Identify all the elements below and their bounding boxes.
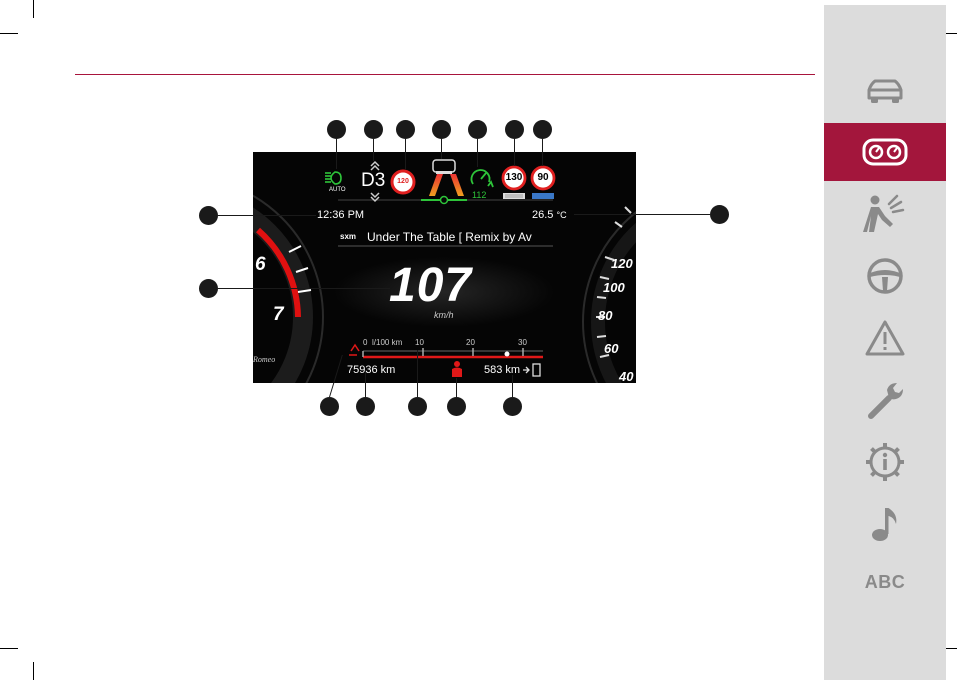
traffic-sign-1	[501, 165, 527, 191]
speedo-label-80: 80	[598, 308, 613, 323]
callout-marker	[505, 120, 524, 139]
callout-leader	[218, 288, 390, 289]
callout-leader	[218, 215, 316, 216]
header-rule	[75, 74, 815, 75]
speed-limit-icon	[390, 169, 416, 195]
callout-marker	[199, 206, 218, 225]
callout-marker	[327, 120, 346, 139]
consumption-unit: l/100 km	[372, 338, 403, 347]
callout-marker	[320, 397, 339, 416]
traffic-sign-2-value: 90	[537, 172, 549, 183]
callout-leader	[336, 139, 337, 169]
clock: 12:36 PM	[317, 209, 365, 221]
callout-leader	[514, 139, 515, 166]
callout-leader	[542, 139, 543, 166]
index-label: ABC	[864, 571, 906, 592]
instrument-cluster-icon	[862, 138, 908, 166]
lane-assist-icon	[421, 159, 467, 205]
sidebar-item-car[interactable]	[824, 61, 946, 119]
callout-marker	[533, 120, 552, 139]
traffic-sign-2	[530, 165, 556, 191]
callout-leader	[456, 378, 457, 397]
music-note-icon	[872, 508, 897, 541]
fuel-pump-icon	[523, 363, 541, 377]
gear-info-icon	[866, 443, 904, 481]
callout-leader	[512, 375, 513, 397]
digital-speed: 107	[389, 259, 473, 312]
callout-leader	[365, 370, 366, 397]
callout-marker	[710, 205, 729, 224]
fuel-flow-icon	[349, 343, 360, 356]
crop-mark	[0, 33, 18, 34]
sidebar-item-cluster[interactable]	[824, 123, 946, 181]
callout-leader	[417, 350, 418, 397]
sidebar-item-maintenance[interactable]	[824, 371, 946, 429]
brand-script: Romeo	[253, 355, 276, 364]
sidebar-item-driving[interactable]	[824, 247, 946, 305]
callout-leader	[477, 139, 478, 167]
speed-unit: km/h	[434, 310, 454, 320]
cruise-set-speed: 112	[472, 190, 487, 200]
temperature-value: 26.5	[532, 209, 554, 221]
cruise-control-icon	[470, 169, 494, 188]
temperature-unit: °C	[556, 210, 567, 220]
radio-track: Under The Table [ Remix by Av	[367, 230, 532, 244]
callout-marker	[432, 120, 451, 139]
traffic-sign-1-value: 130	[505, 172, 523, 183]
sidebar-item-index[interactable]: ABC	[824, 553, 946, 611]
callout-marker	[199, 279, 218, 298]
tach-label-6: 6	[255, 254, 266, 275]
sidebar-item-emergency[interactable]	[824, 309, 946, 367]
crop-mark	[938, 648, 957, 649]
crop-mark	[0, 648, 18, 649]
chapter-sidebar: ABC	[824, 5, 946, 680]
sidebar-item-multimedia[interactable]	[824, 495, 946, 553]
airbag-icon	[863, 194, 905, 232]
speedo-label-40: 40	[619, 369, 634, 383]
crop-mark	[33, 0, 34, 18]
callout-marker	[503, 397, 522, 416]
consumption-tick-10: 10	[415, 338, 424, 347]
gear-indicator: D3	[361, 170, 386, 191]
gauge-graphics	[253, 159, 636, 383]
callout-marker	[364, 120, 383, 139]
tach-label-7: 7	[273, 304, 284, 325]
callout-marker	[396, 120, 415, 139]
sidebar-item-technical-data[interactable]	[824, 433, 946, 491]
instrument-cluster-display: AUTO D3 120 112 130 90 12:36 PM 26.5 °C …	[253, 152, 636, 383]
outside-temperature: 26.5 °C	[532, 209, 567, 221]
callout-leader	[441, 139, 442, 159]
crop-mark	[938, 33, 957, 34]
headlight-label: AUTO	[329, 187, 346, 193]
wrench-icon	[868, 383, 903, 419]
odometer: 75936 km	[347, 364, 396, 376]
speedo-label-100: 100	[603, 280, 625, 295]
steering-wheel-icon	[867, 258, 903, 294]
speedo-label-60: 60	[604, 341, 619, 356]
headlight-auto-icon	[325, 171, 342, 185]
fuel-range: 583 km	[484, 364, 521, 376]
callout-leader	[574, 214, 710, 215]
consumption-tick-30: 30	[518, 338, 527, 347]
callout-marker	[408, 397, 427, 416]
callout-marker	[447, 397, 466, 416]
callout-marker	[356, 397, 375, 416]
seatbelt-warning-icon	[452, 361, 462, 377]
speedo-label-120: 120	[611, 256, 633, 271]
warning-triangle-icon	[865, 320, 905, 356]
consumption-tick-20: 20	[466, 338, 475, 347]
callout-leader	[405, 139, 406, 169]
sidebar-item-safety[interactable]	[824, 185, 946, 243]
crop-mark	[33, 662, 34, 680]
radio-source: sxm	[340, 232, 357, 241]
callout-leader	[373, 139, 374, 161]
consumption-tick-0: 0	[363, 338, 368, 347]
speed-limit-value: 120	[397, 178, 409, 185]
car-icon	[867, 79, 903, 103]
callout-marker	[468, 120, 487, 139]
